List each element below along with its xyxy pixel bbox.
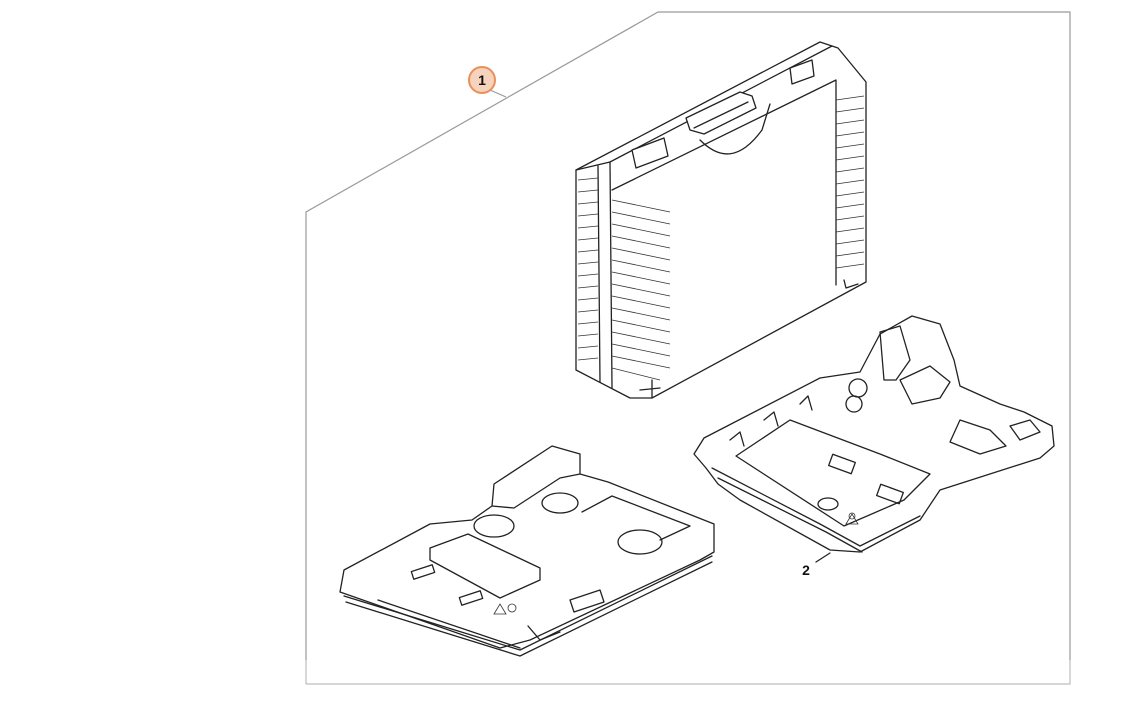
- callout-2[interactable]: 2: [802, 562, 810, 578]
- case-latch-right[interactable]: [789, 59, 815, 85]
- bottom-fade: [0, 660, 1141, 707]
- callout-1-label: 1: [478, 72, 486, 88]
- kit-frame: [305, 11, 1071, 685]
- callout-1-circle: [468, 66, 496, 94]
- insert-tray-left[interactable]: [339, 445, 715, 657]
- case-latch-left[interactable]: [631, 137, 669, 169]
- callout-1[interactable]: 1: [468, 66, 496, 94]
- case-ribs: [577, 95, 865, 381]
- insert-tray-right[interactable]: [693, 315, 1055, 563]
- callout-2-label: 2: [802, 562, 810, 578]
- carrying-case[interactable]: [575, 41, 867, 399]
